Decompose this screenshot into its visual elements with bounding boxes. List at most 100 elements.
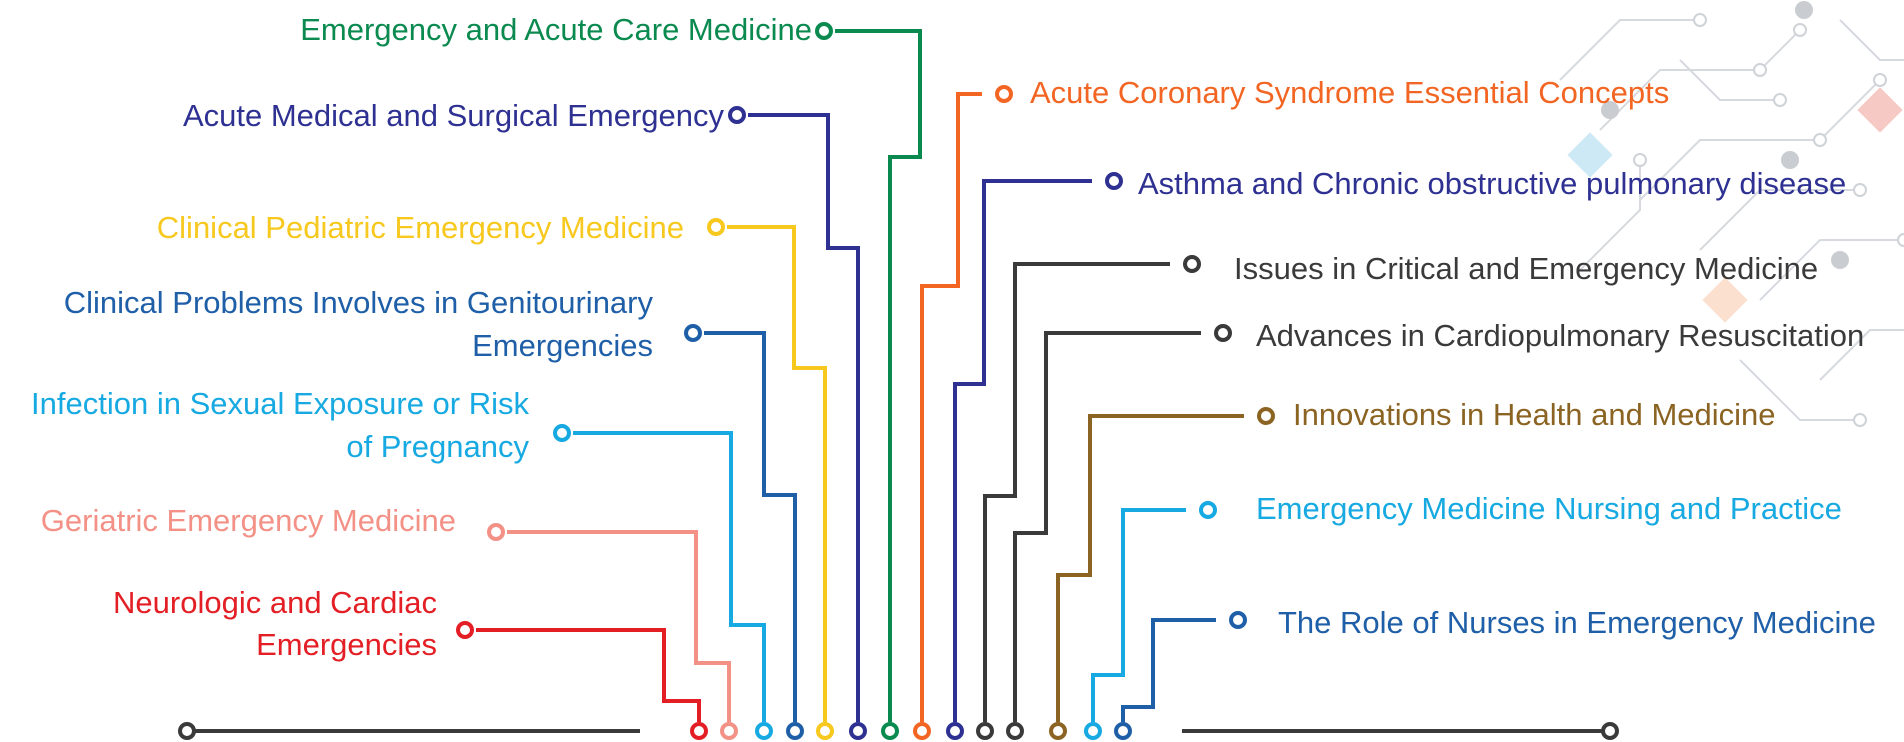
right-topic-label-4: Innovations in Health and Medicine: [1293, 394, 1776, 435]
circuit-trace: [1819, 329, 1904, 381]
topic-label-line: Neurologic and Cardiac: [113, 585, 437, 620]
right-connector-4: [1049, 407, 1275, 740]
circuit-background-decoration: [1559, 1, 1904, 427]
terminal-node-icon: [1214, 324, 1232, 342]
base-node-icon: [849, 722, 867, 740]
circuit-dot-icon: [1601, 101, 1619, 119]
base-node-icon: [755, 722, 773, 740]
left-connector-6: [456, 621, 708, 740]
terminal-node-icon: [1229, 611, 1247, 629]
terminal-node-icon: [728, 106, 746, 124]
terminal-node-icon: [707, 218, 725, 236]
connector-path: [920, 92, 982, 722]
base-node-icon: [913, 722, 931, 740]
right-connector-1: [946, 172, 1123, 740]
left-topic-label-1: Acute Medical and Surgical Emergency: [183, 95, 724, 136]
topic-label-line: Emergencies: [472, 328, 653, 363]
base-node-icon: [1049, 722, 1067, 740]
base-node-icon: [816, 722, 834, 740]
connector-path: [476, 628, 701, 722]
terminal-node-icon: [684, 324, 702, 342]
terminal-node-icon: [995, 85, 1013, 103]
circuit-trace: [1599, 29, 1801, 131]
left-topic-label-2: Clinical Pediatric Emergency Medicine: [157, 207, 684, 248]
circuit-trace: [1639, 79, 1881, 201]
right-topic-label-3: Advances in Cardiopulmonary Resuscitatio…: [1256, 315, 1864, 356]
right-connector-3: [1006, 324, 1232, 740]
circuit-node-icon: [1813, 133, 1827, 147]
baseline-left-node-icon: [178, 722, 196, 740]
topic-label-line: Emergency Medicine Nursing and Practice: [1256, 491, 1842, 526]
right-topic-label-5: Emergency Medicine Nursing and Practice: [1256, 488, 1842, 529]
left-connector-3: [684, 324, 804, 740]
topic-label-line: Issues in Critical and Emergency Medicin…: [1234, 251, 1819, 286]
left-connector-4: [553, 424, 773, 740]
circuit-node-icon: [1873, 73, 1887, 87]
left-connector-2: [707, 218, 834, 740]
right-topic-label-1: Asthma and Chronic obstructive pulmonary…: [1138, 163, 1846, 204]
base-node-icon: [1084, 722, 1102, 740]
base-node-icon: [946, 722, 964, 740]
connector-path: [835, 29, 922, 722]
circuit-node-icon: [1773, 93, 1787, 107]
topic-label-line: Emergency and Acute Care Medicine: [300, 12, 812, 47]
circuit-trace: [1759, 239, 1904, 301]
circuit-trace: [1699, 189, 1860, 251]
base-node-icon: [786, 722, 804, 740]
circuit-node-icon: [1693, 13, 1707, 27]
topic-label-line: of Pregnancy: [346, 429, 529, 464]
base-node-icon: [976, 722, 994, 740]
right-topic-label-0: Acute Coronary Syndrome Essential Concep…: [1030, 72, 1669, 113]
decor-diamond-icon: [1567, 132, 1613, 178]
circuit-dot-icon: [1831, 251, 1849, 269]
right-connector-5: [1084, 501, 1217, 740]
topic-label-line: Clinical Pediatric Emergency Medicine: [156, 210, 684, 245]
left-connector-0: [815, 22, 922, 740]
circuit-node-icon: [1853, 413, 1867, 427]
connector-path: [704, 331, 797, 722]
terminal-node-icon: [553, 424, 571, 442]
terminal-node-icon: [1105, 172, 1123, 190]
connector-path: [573, 431, 766, 722]
terminal-node-icon: [456, 621, 474, 639]
circuit-node-icon: [1853, 183, 1867, 197]
circuit-node-icon: [1633, 153, 1647, 167]
topic-label-line: Innovations in Health and Medicine: [1293, 397, 1776, 432]
topic-label-line: Geriatric Emergency Medicine: [40, 503, 456, 538]
circuit-node-icon: [1793, 23, 1807, 37]
terminal-node-icon: [1199, 501, 1217, 519]
connector-path: [1121, 618, 1216, 722]
base-node-icon: [720, 722, 738, 740]
topic-label-line: Advances in Cardiopulmonary Resuscitatio…: [1256, 318, 1865, 353]
circuit-trace: [1579, 160, 1641, 271]
left-topic-label-5: Geriatric Emergency Medicine: [41, 500, 456, 541]
terminal-node-icon: [487, 523, 505, 541]
connector-lines: [456, 22, 1275, 740]
right-topic-label-2: Issues in Critical and Emergency Medicin…: [1234, 248, 1818, 289]
connector-path: [507, 530, 731, 722]
base-node-icon: [1006, 722, 1024, 740]
connector-path: [1091, 508, 1186, 722]
terminal-node-icon: [815, 22, 833, 40]
right-connector-0: [913, 85, 1013, 740]
connector-path: [1013, 331, 1201, 722]
decor-diamond-icon: [1857, 87, 1903, 133]
left-connector-5: [487, 523, 738, 740]
circuit-dot-icon: [1781, 151, 1799, 169]
left-topic-label-3: Clinical Problems Involves in Genitourin…: [64, 282, 653, 366]
base-node-icon: [1114, 722, 1132, 740]
circuit-trace: [1739, 359, 1860, 421]
circuit-node-icon: [1897, 233, 1904, 247]
topic-label-line: Emergencies: [256, 627, 437, 662]
topic-label-line: The Role of Nurses in Emergency Medicine: [1278, 605, 1876, 640]
connector-path: [748, 113, 860, 722]
terminal-node-icon: [1257, 407, 1275, 425]
circuit-trace: [1679, 59, 1780, 101]
right-connector-6: [1114, 611, 1247, 740]
base-node-icon: [881, 722, 899, 740]
connector-path: [953, 179, 1092, 722]
topic-label-line: Acute Coronary Syndrome Essential Concep…: [1030, 75, 1670, 110]
terminal-node-icon: [1183, 255, 1201, 273]
connector-path: [727, 225, 827, 722]
